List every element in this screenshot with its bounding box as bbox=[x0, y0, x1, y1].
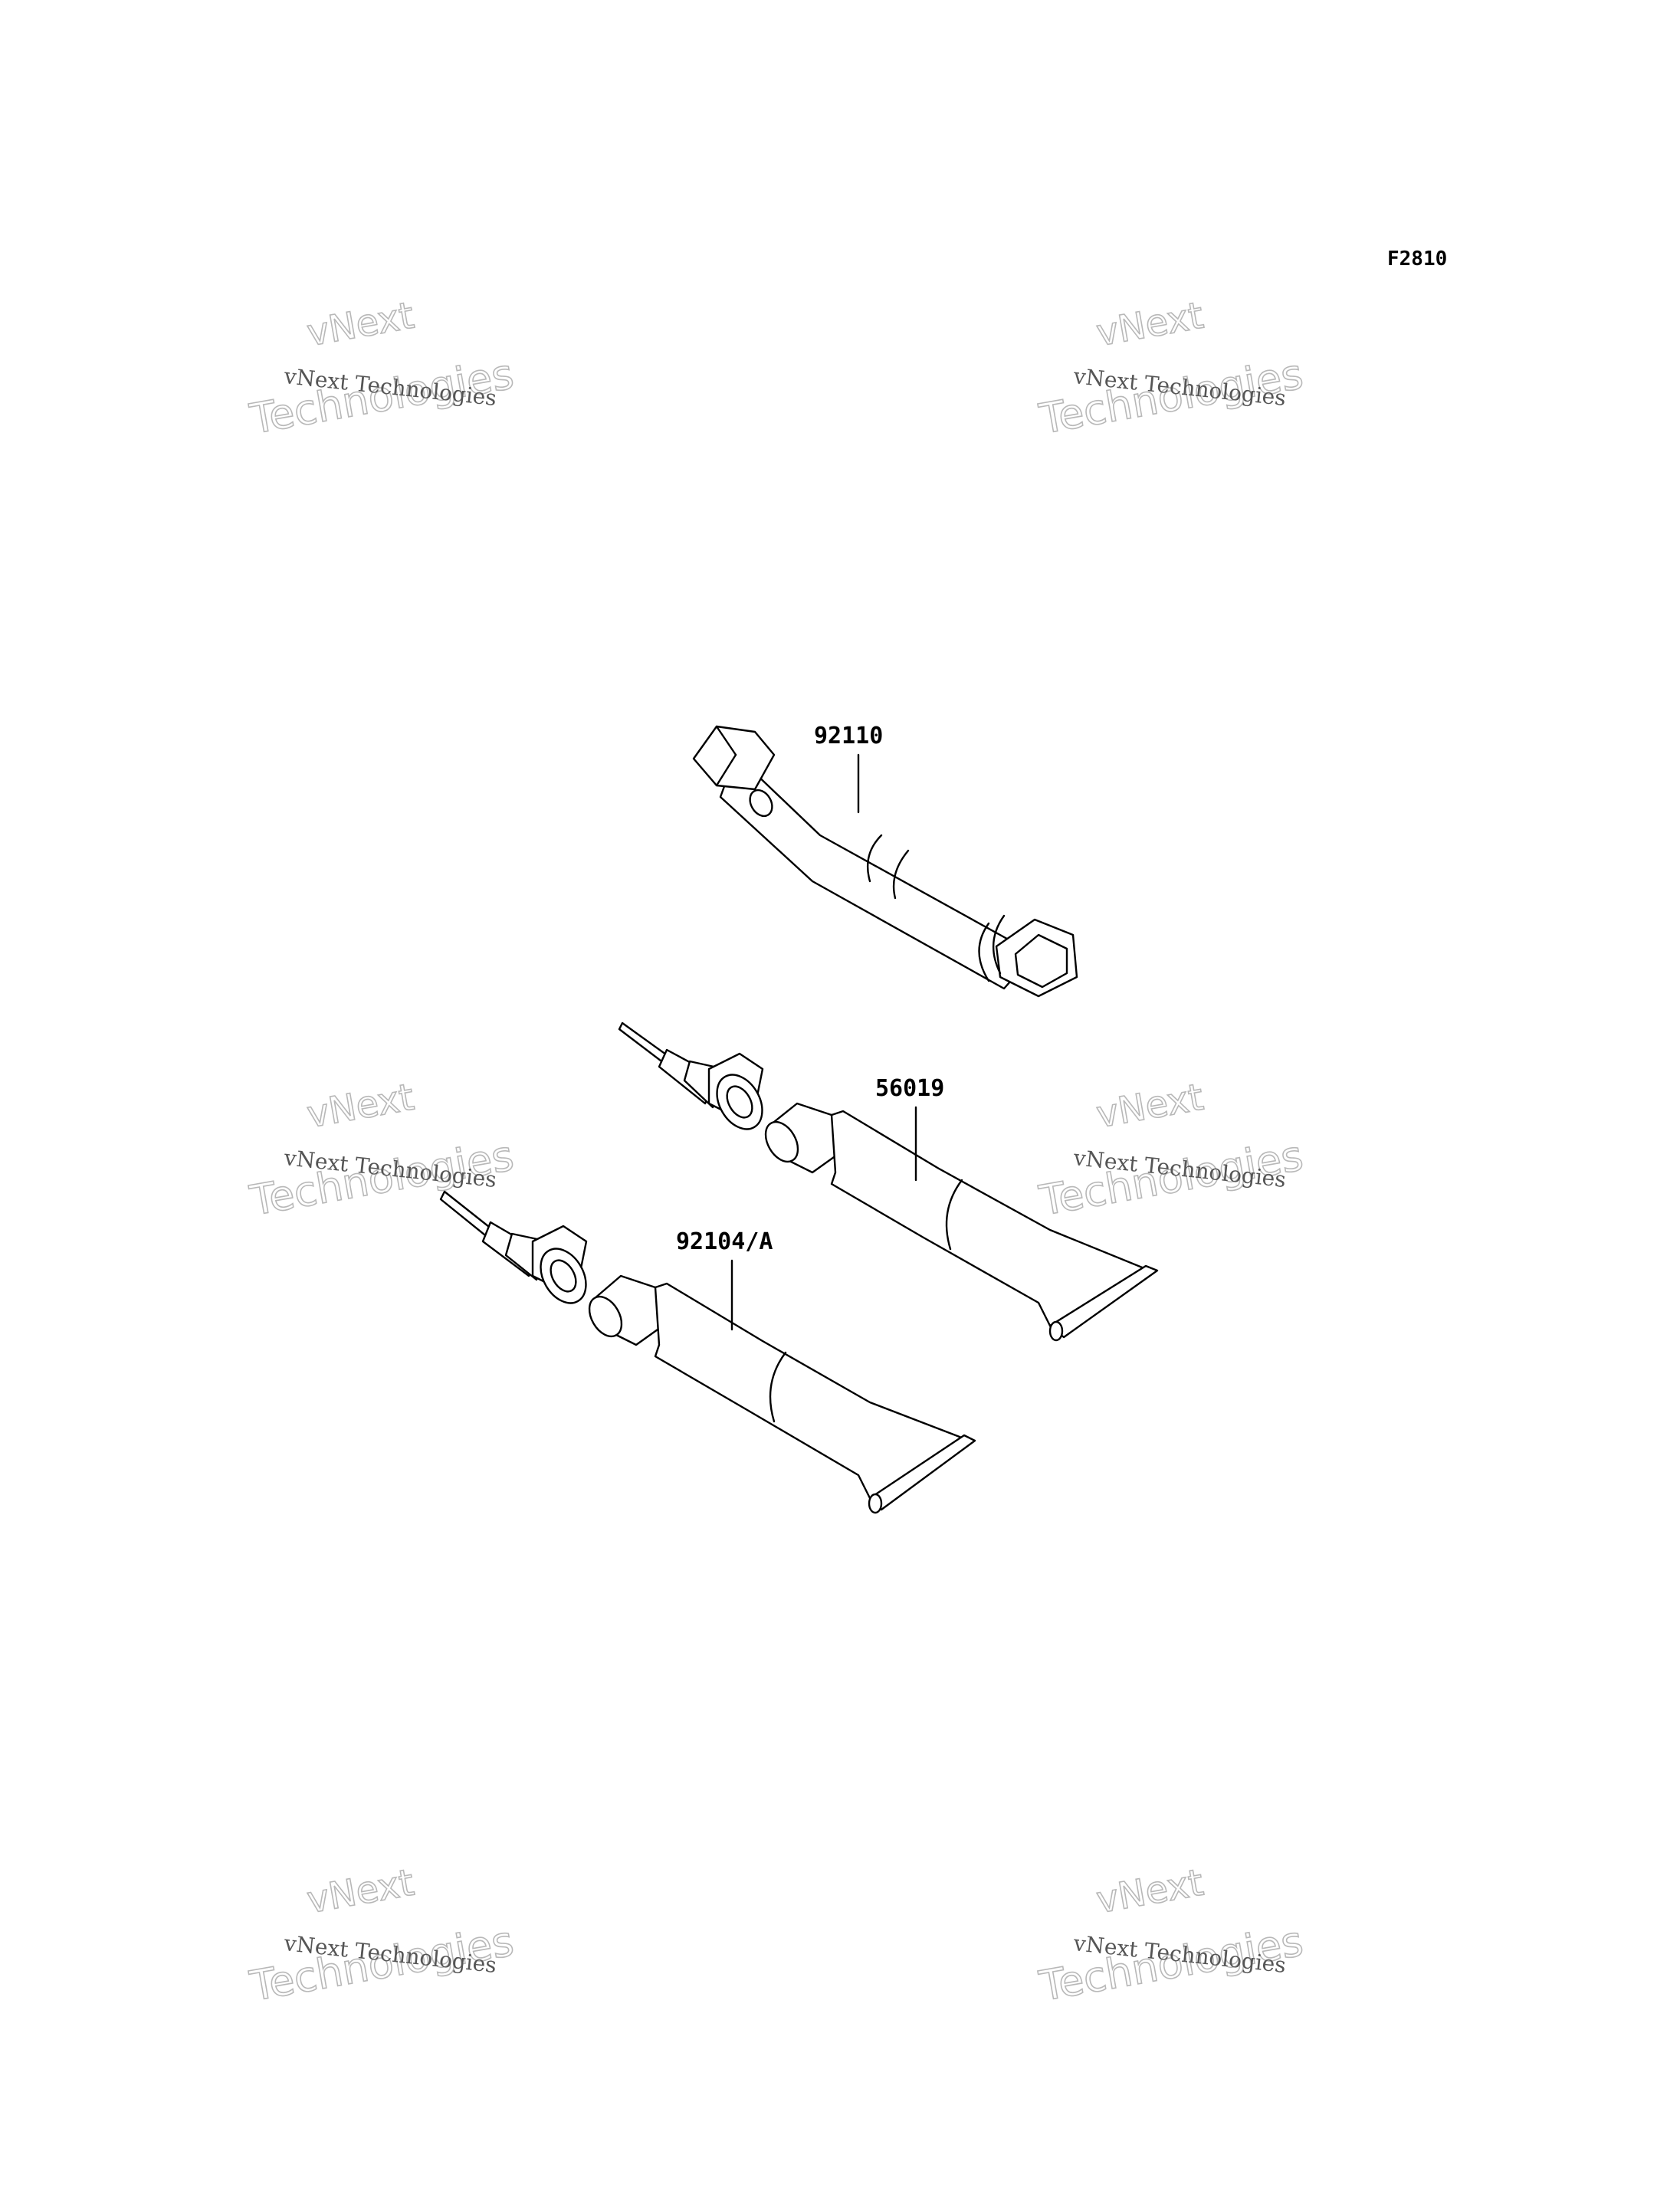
wrench-tube-body bbox=[719, 753, 1036, 990]
grease-tube-upper bbox=[618, 1021, 1159, 1342]
wrench-collar bbox=[978, 922, 990, 982]
grease-tube-lower bbox=[439, 1190, 976, 1514]
watermark-bottom-left: vNext Technologies vNext Technologies bbox=[245, 1861, 517, 2012]
tube-crimp-end bbox=[1048, 1320, 1064, 1342]
watermark-big-line-1: vNext bbox=[1093, 294, 1206, 356]
tube-crimp-end bbox=[868, 1493, 883, 1514]
watermark-middle-left: vNext Technologies vNext Technologies bbox=[245, 1075, 517, 1226]
spark-plug-wrench bbox=[692, 725, 1078, 998]
tube-neck-front bbox=[588, 1295, 623, 1338]
tube-neck-front bbox=[764, 1120, 799, 1163]
watermark-big-line-1: vNext bbox=[1093, 1861, 1206, 1923]
wrench-hex-edge bbox=[715, 753, 737, 787]
part-number-92104A: 92104/A bbox=[676, 1228, 773, 1255]
watermark-bottom-right: vNext Technologies vNext Technologies bbox=[1035, 1861, 1307, 2012]
wrench-band-edge bbox=[892, 849, 910, 900]
watermark-big-line-1: vNext bbox=[1093, 1076, 1206, 1137]
tube-cap-thread bbox=[726, 1085, 753, 1119]
tube-cap-thread bbox=[550, 1259, 577, 1293]
watermark-top-right: vNext Technologies vNext Technologies bbox=[1035, 293, 1307, 444]
watermark-big-line-1: vNext bbox=[304, 294, 417, 356]
watermark-big-line-1: vNext bbox=[304, 1076, 417, 1137]
wrench-hex-edge bbox=[715, 725, 737, 756]
wrench-hole bbox=[749, 789, 773, 818]
wrench-large-hex-inner bbox=[1014, 933, 1068, 989]
wrench-band bbox=[867, 834, 883, 883]
watermark-middle-right: vNext Technologies vNext Technologies bbox=[1035, 1075, 1307, 1226]
watermark-big-line-1: vNext bbox=[304, 1861, 417, 1923]
figure-code: F2810 bbox=[1387, 248, 1447, 271]
tube-cap-opening bbox=[540, 1248, 587, 1304]
part-number-56019: 56019 bbox=[875, 1075, 944, 1102]
part-number-92110: 92110 bbox=[814, 723, 883, 749]
tube-label-band bbox=[945, 1179, 963, 1251]
tube-label-band bbox=[769, 1351, 787, 1423]
tube-cap-opening bbox=[716, 1074, 763, 1130]
wrench-collar-edge bbox=[993, 914, 1006, 975]
watermark-top-left: vNext Technologies vNext Technologies bbox=[245, 293, 517, 444]
